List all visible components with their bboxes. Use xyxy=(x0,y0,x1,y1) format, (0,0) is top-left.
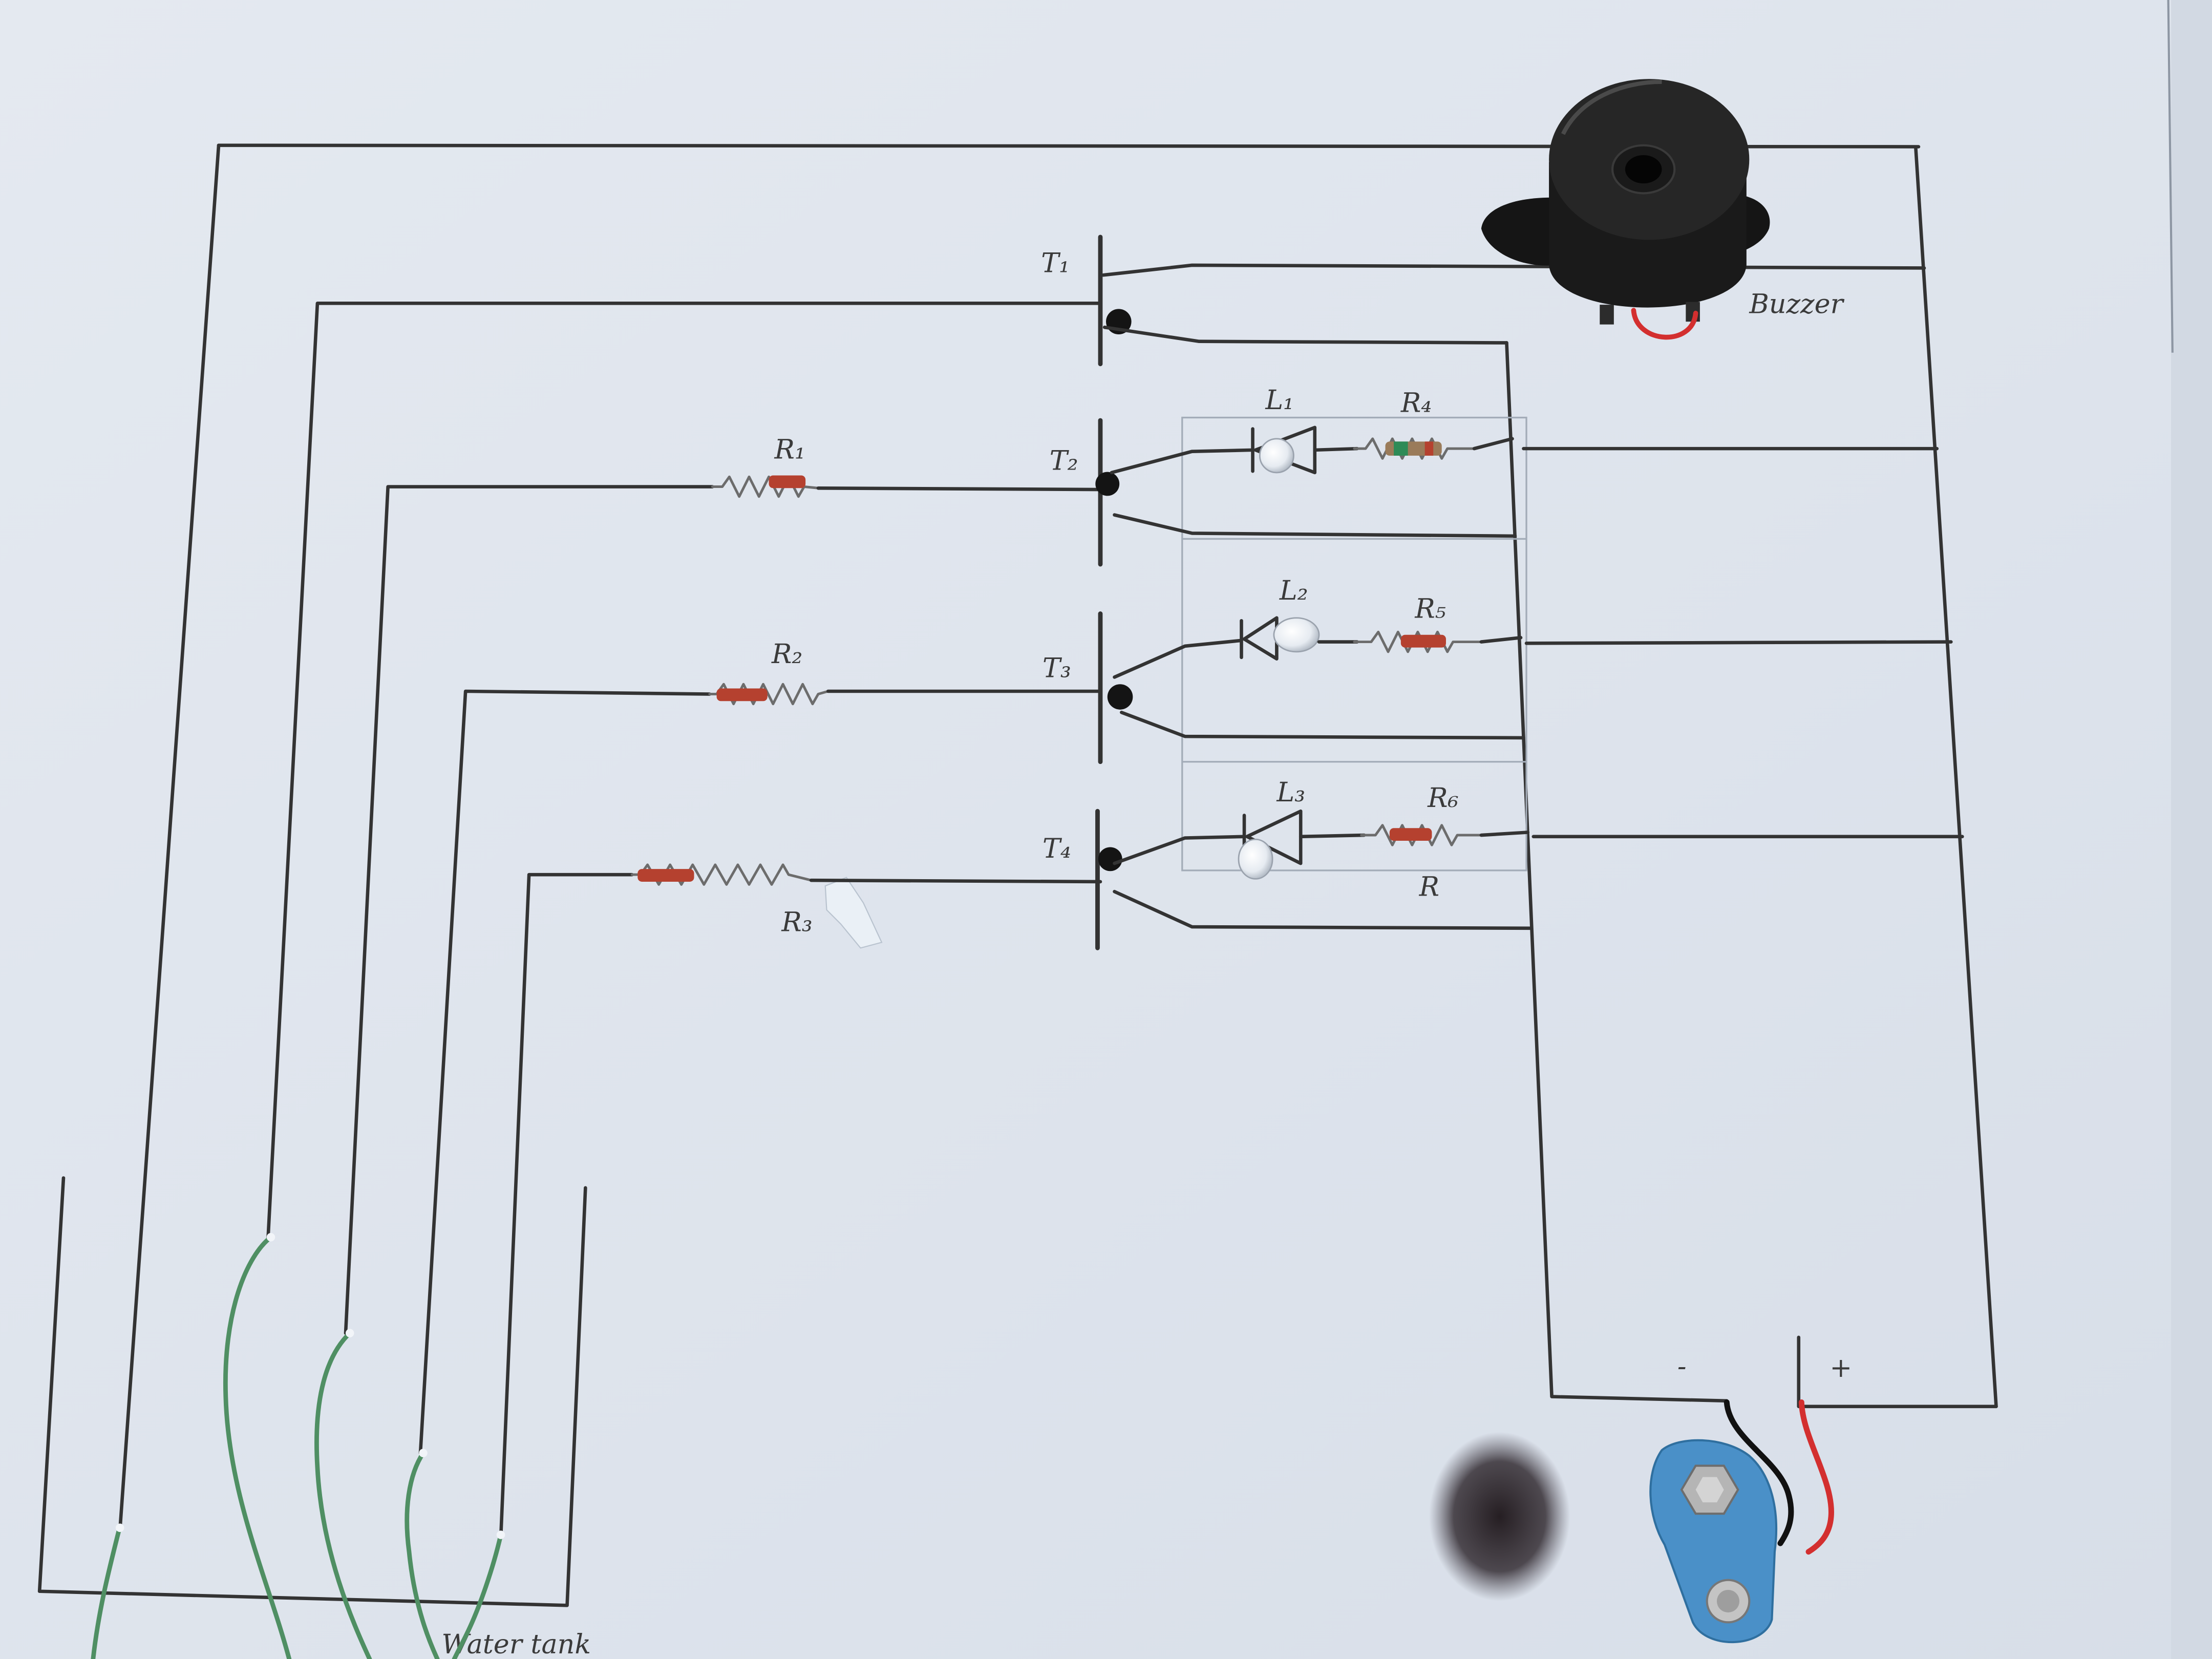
wire-negative-rail xyxy=(1505,341,1729,1403)
label-r3: R₃ xyxy=(781,906,812,938)
transistor-t4-body xyxy=(1098,847,1122,871)
resistor-r1-body xyxy=(769,475,806,488)
probe-wire-2 xyxy=(223,1235,292,1659)
wire-t3-base-left xyxy=(418,689,712,1455)
label-t2: T₂ xyxy=(1050,445,1078,476)
label-l1: L₁ xyxy=(1265,385,1294,416)
label-r1: R₁ xyxy=(774,434,805,465)
probe-joint-3 xyxy=(346,1329,354,1337)
buzzer-red-wire xyxy=(1631,308,1698,340)
wire-t2-emitter xyxy=(1113,513,1517,538)
battery-red-wire xyxy=(1798,1399,1834,1555)
battery-round-terminal-inner xyxy=(1716,1590,1740,1613)
probe-joint-4 xyxy=(419,1449,428,1458)
resistor-r1-leads xyxy=(711,475,820,498)
label-positive: + xyxy=(1830,1352,1852,1384)
wire-r5-end xyxy=(1479,636,1523,644)
wire-t3-collector xyxy=(1113,639,1243,679)
wire-t4-base-left xyxy=(499,873,634,1540)
transistor-t3-body xyxy=(1107,684,1133,710)
label-l3: L₃ xyxy=(1276,777,1305,808)
label-r5: R₅ xyxy=(1414,593,1445,625)
wire-t3-emitter xyxy=(1120,711,1525,740)
wire-r6-end xyxy=(1479,831,1530,837)
wire-positive-terminal xyxy=(1797,1335,1998,1409)
wire-l3-to-r6 xyxy=(1299,833,1366,839)
buzzer-pin-left xyxy=(1600,305,1614,325)
wire-t1-emitter xyxy=(1102,325,1508,345)
label-buzzer: Buzzer xyxy=(1749,289,1844,320)
water-tank-outline xyxy=(37,1176,587,1607)
label-r4: R₄ xyxy=(1400,387,1432,418)
label-r-extra: R xyxy=(1419,871,1439,902)
transistor-t2-body xyxy=(1095,472,1120,496)
label-l2: L₂ xyxy=(1279,575,1308,606)
label-t1: T₁ xyxy=(1041,248,1070,279)
buzzer-tab-left xyxy=(1481,197,1555,266)
probe-wire-3 xyxy=(314,1331,372,1659)
resistor-r3-body xyxy=(637,869,694,882)
label-t3: T₃ xyxy=(1043,652,1071,684)
buzzer-rim-highlight xyxy=(1561,79,1662,135)
probe-joint-2 xyxy=(266,1232,275,1242)
probe-wire-5 xyxy=(452,1533,503,1659)
paper-edge-line xyxy=(2167,0,2174,353)
label-t4: T₄ xyxy=(1043,833,1071,864)
wire-t4-collector xyxy=(1113,835,1246,865)
wire-t4-emitter xyxy=(1113,889,1533,930)
resistor-r5-body xyxy=(1400,634,1446,648)
probe-wire-4 xyxy=(405,1451,440,1659)
wire-t2-base-right xyxy=(816,486,1102,492)
wire-r4-end xyxy=(1472,437,1514,451)
wire-l1-to-r4 xyxy=(1313,446,1359,452)
resistor-r2-leads xyxy=(708,683,830,706)
wire-outer-left xyxy=(118,143,221,1533)
battery-black-wire xyxy=(1724,1399,1794,1546)
wire-t2-collector xyxy=(1110,448,1254,475)
label-r2: R₂ xyxy=(771,639,802,670)
led-l1-bulb xyxy=(1259,438,1294,474)
wire-t4-base-right xyxy=(809,878,1102,884)
wire-row3-to-positive xyxy=(1524,640,1953,645)
wire-t2-base-left xyxy=(344,485,714,1335)
label-r6: R₆ xyxy=(1427,782,1458,814)
probe-joint-1 xyxy=(115,1523,124,1533)
buzzer-sound-hole xyxy=(1625,155,1662,184)
led-l2-bulb xyxy=(1273,617,1320,653)
camera-shadow xyxy=(1429,1432,1570,1602)
wire-t1-base xyxy=(266,302,1102,1241)
led-l3-bulb xyxy=(1238,838,1273,880)
label-negative: - xyxy=(1677,1351,1687,1382)
resistor-r6-body xyxy=(1389,828,1432,841)
resistor-r4-band-red xyxy=(1424,441,1434,456)
probe-wire-1 xyxy=(91,1524,122,1659)
probe-joint-5 xyxy=(496,1530,505,1539)
battery-hex-terminal-inner xyxy=(1695,1477,1724,1503)
paper-edge-strip xyxy=(2171,0,2212,1659)
resistor-r4-band-green xyxy=(1394,441,1408,456)
resistor-r2-body xyxy=(716,688,768,701)
wire-positive-rail xyxy=(1914,146,1998,1409)
battery-clip xyxy=(1649,1399,1834,1644)
buzzer xyxy=(1481,79,1770,340)
